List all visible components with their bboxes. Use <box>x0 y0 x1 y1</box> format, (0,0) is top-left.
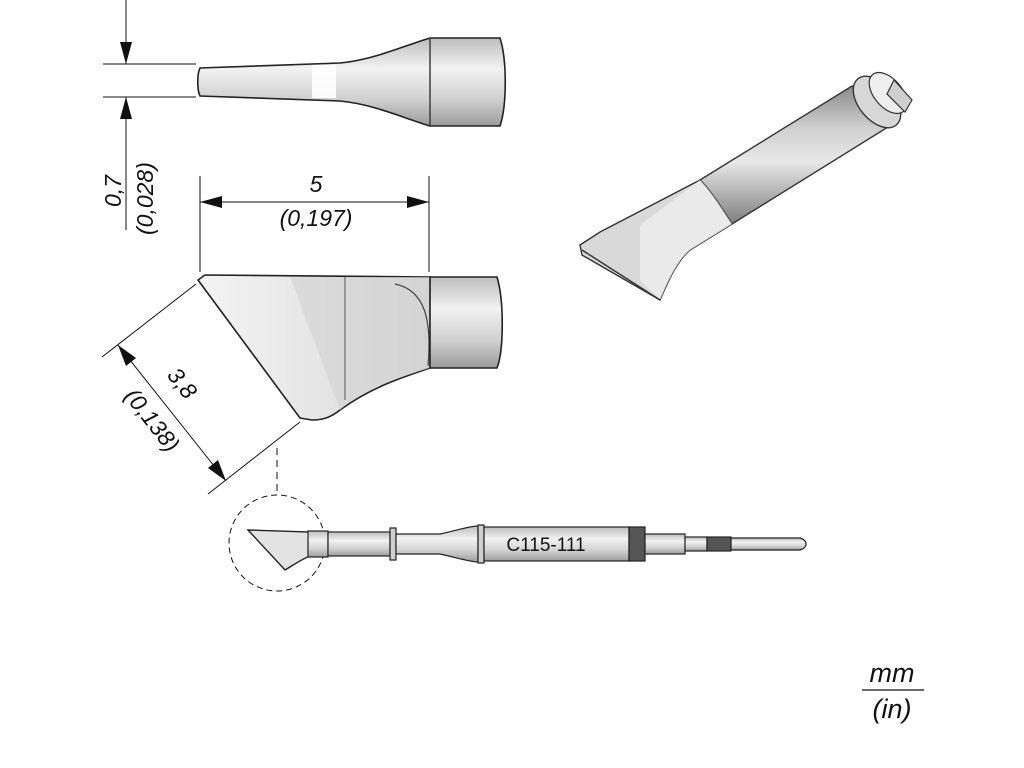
dim-flat-thickness: 0,7 (0,028) <box>100 0 196 235</box>
detail-callout <box>228 448 326 592</box>
isometric-view <box>579 71 913 301</box>
full-tip-blade <box>246 529 311 571</box>
full-tip-view: C115-111 <box>246 524 807 571</box>
unit-in: (in) <box>873 694 912 724</box>
model-label-band <box>483 526 630 562</box>
units-legend: mm (in) <box>862 658 924 724</box>
dim-blade-length: 5 (0,197) <box>199 171 430 272</box>
dim-length-mm: 5 <box>310 171 323 197</box>
side-view-body <box>196 37 507 127</box>
dim-length-in: (0,197) <box>280 205 353 231</box>
model-label: C115-111 <box>506 535 585 556</box>
unit-mm: mm <box>870 658 915 688</box>
dim-thickness-in: (0,028) <box>132 162 158 235</box>
side-view <box>196 37 507 127</box>
dim-width-mm: 3,8 <box>162 362 202 403</box>
blade-collar <box>429 276 504 369</box>
dim-thickness-mm: 0,7 <box>100 174 126 207</box>
blade-view <box>196 274 504 421</box>
